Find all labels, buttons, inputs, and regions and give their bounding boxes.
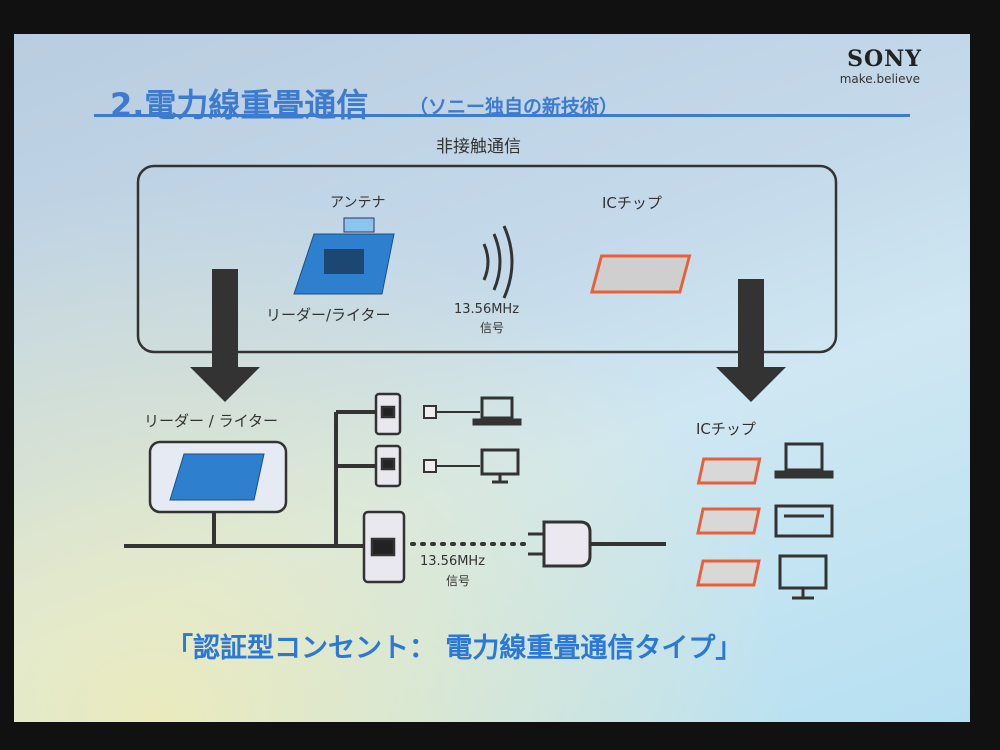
reader-writer-label: リーダー / ライター — [144, 412, 278, 430]
ic-chip-3 — [696, 559, 761, 587]
signal-label-top: 信号 — [480, 321, 505, 335]
down-arrow-right — [716, 279, 786, 402]
reader-writer-label-top: リーダー/ライター — [266, 306, 391, 324]
ic-chip-label-top: ICチップ — [602, 194, 662, 212]
outlet-2 — [374, 444, 402, 488]
plug-1 — [423, 405, 480, 419]
reader-writer-icon — [293, 217, 395, 295]
contactless-panel — [136, 164, 838, 354]
outlet-1 — [374, 392, 402, 436]
reader-writer-board-icon — [169, 453, 265, 501]
outlet-3 — [362, 510, 406, 584]
ic-chip-card-icon — [589, 254, 692, 294]
ic-chip-1 — [696, 457, 762, 485]
monitor-icon-2 — [778, 554, 828, 600]
ic-chip-label: ICチップ — [696, 420, 756, 438]
signal-label-bottom: 信号 — [446, 574, 471, 588]
laptop-icon-2 — [774, 442, 834, 479]
large-plug-icon — [528, 520, 666, 568]
slide: 2.電力線重畳通信 （ソニー独自の新技術） SONY make.believe … — [14, 34, 970, 722]
antenna-label: アンテナ — [330, 195, 386, 211]
title-divider — [94, 114, 910, 117]
signal-frequency-top: 13.56MHz — [454, 302, 520, 317]
slide-title: 2.電力線重畳通信 — [110, 86, 369, 124]
plug-2 — [423, 459, 480, 473]
radio-waves-icon — [482, 225, 514, 299]
contactless-heading: 非接触通信 — [436, 137, 521, 157]
laptop-icon-1 — [472, 396, 522, 426]
diagram-graphics — [124, 164, 838, 600]
slide-footer-caption: 「認証型コンセント： 電力線重畳通信タイプ」 — [166, 633, 743, 664]
down-arrow-left — [190, 269, 260, 402]
ic-chip-2 — [696, 507, 761, 535]
signal-frequency-bottom: 13.56MHz — [420, 554, 486, 569]
printer-icon — [774, 504, 834, 538]
monitor-icon-1 — [480, 448, 520, 484]
sony-logo: SONY — [847, 46, 922, 72]
slide-subtitle: （ソニー独自の新技術） — [409, 96, 619, 118]
sony-tagline: make.believe — [839, 72, 920, 86]
